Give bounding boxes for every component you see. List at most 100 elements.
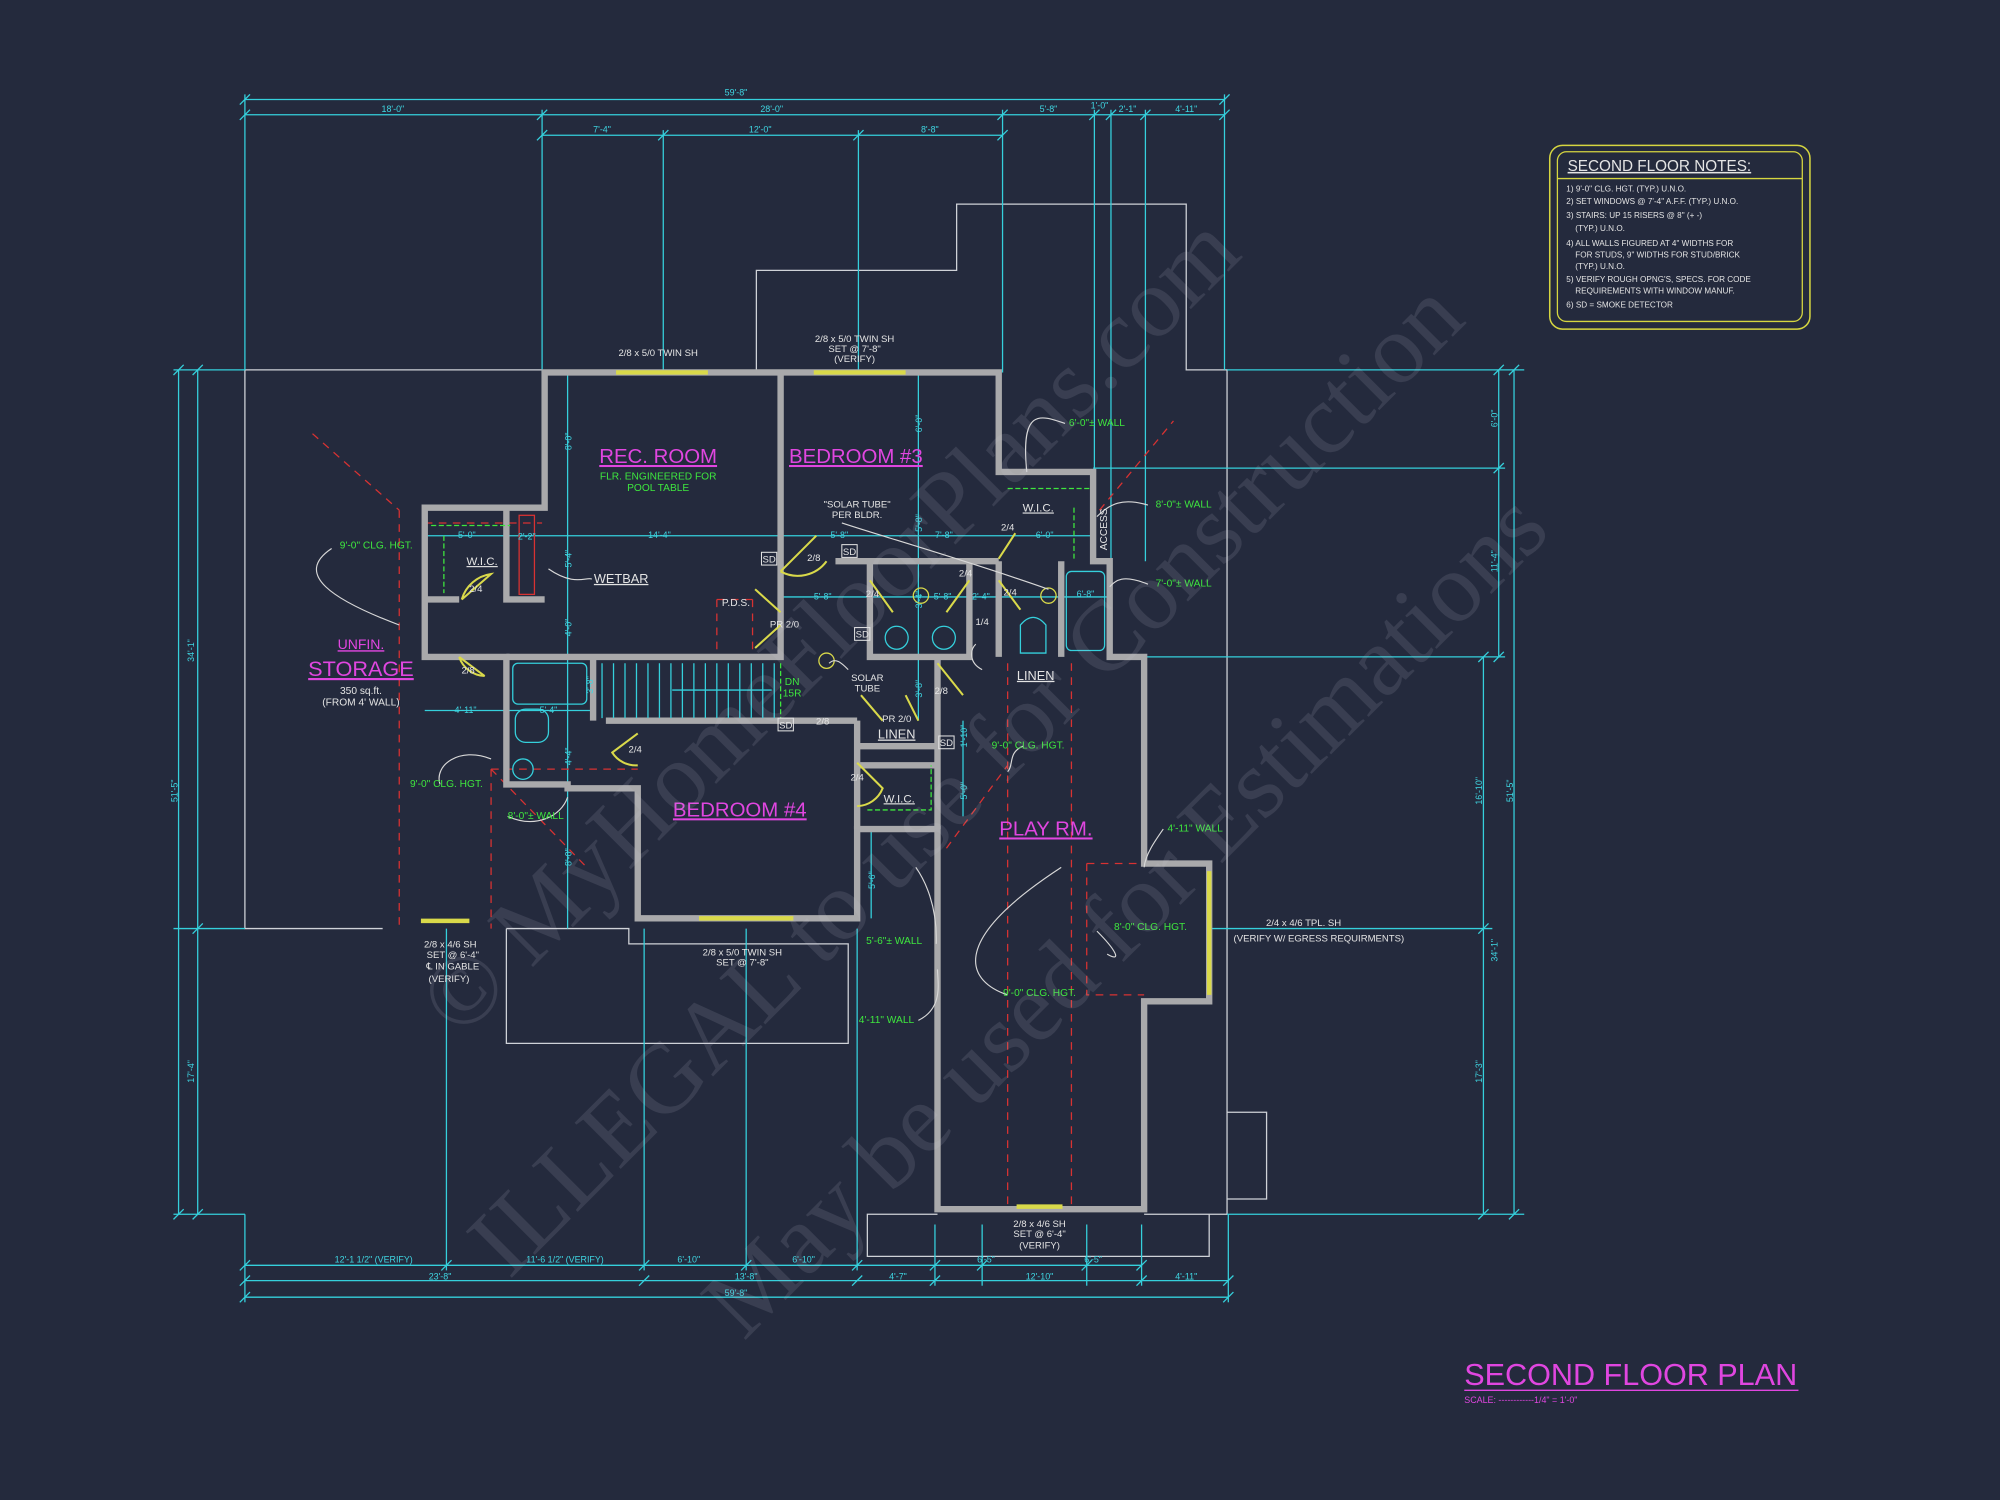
room-label-wic: W.I.C. [467,556,498,568]
dim-interior: 5'-8" [914,514,924,532]
wall-height-note: 4'-11" WALL [1167,824,1223,835]
door-size: 2/4 [629,745,643,756]
door-size: 2/4 [1001,523,1015,534]
storage-area: 350 sq.ft. [340,686,382,697]
dim-bottom: 6'-5" [977,1255,995,1265]
dim-interior: 5'-8" [934,591,952,601]
window-note: 2/8 x 5/0 TWIN SH [618,348,698,359]
room-label-storage: STORAGE [308,656,414,681]
window-note: SET @ 6'-4" [427,950,479,961]
window-note: 2/8 x 4/6 SH [424,940,477,951]
room-label-wic: W.I.C. [1023,502,1054,514]
wetbar-label: WETBAR [594,571,649,586]
ceiling-height-lines [312,420,1174,1210]
door-size: 2/8 [816,716,829,727]
dim-bottom: 6'-10" [792,1255,815,1265]
dim-interior: 3'-8" [914,680,924,698]
leader-lines [316,417,1164,1021]
note-line: (TYP.) U.N.O. [1575,224,1625,233]
window-note: (VERIFY) [429,974,470,985]
dim-bottom: 6'-10" [677,1255,700,1265]
dimension-labels: 59'-8" 18'-0" 28'-0" 5'-8" 1'-0" 2'-1" 4… [169,88,1514,1298]
window-note: 2/4 x 4/6 TPL. SH [1266,918,1341,929]
ceiling-height-note: 9'-0" CLG. HGT. [410,779,483,790]
doors [458,532,1022,808]
dim-interior: 5'-0" [458,530,476,540]
dim-interior: 5'-8" [814,591,832,601]
dim-bottom: 11'-6 1/2" (VERIFY) [526,1255,603,1265]
note-line: 4) ALL WALLS FIGURED AT 4" WIDTHS FOR [1566,239,1733,248]
wall-height-note: 8'-0"± WALL [1156,500,1212,511]
dim-interior: 4'-4" [563,748,573,766]
window-note: 2/8 x 5/0 TWIN SH [815,334,895,345]
dim-interior: 2'-2" [518,532,536,542]
second-floor-notes: SECOND FLOOR NOTES: 1) 9'-0" CLG. HGT. (… [1548,144,1811,330]
dim-right: 51'-5" [1505,779,1515,802]
window-note: 2/8 x 4/6 SH [1013,1219,1066,1230]
dim-interior: 4'-11" [455,705,477,715]
door-size: 2/4 [1004,588,1018,599]
dim-interior: 2'-4" [972,591,990,601]
dim-interior: 3'-8" [585,676,595,694]
window-note: SET @ 6'-4" [1013,1229,1065,1240]
smoke-detector-label: SD [762,555,775,566]
dim-interior: 8'-0" [563,432,573,450]
note-line: 6) SD = SMOKE DETECTOR [1566,300,1673,309]
window-note: 2/8 x 5/0 TWIN SH [703,947,783,958]
dim-interior: 6'-8" [1077,589,1095,599]
dim-bottom: 6'-5" [1084,1255,1102,1265]
door-size: PR 2/0 [882,714,911,725]
note-line: 3) STAIRS: UP 15 RISERS @ 8" (+ -) [1566,211,1702,220]
dim-top: 12'-0" [749,125,772,135]
dim-interior: 8'-0" [563,848,573,866]
dim-interior: 3'-4" [914,591,924,609]
solar-tube-note: SOLAR [851,673,883,684]
door-size: 2/8 [935,686,948,697]
door-size: PR 2/0 [770,620,799,631]
window-note: SET @ 7'-8" [716,958,768,969]
dim-top: 2'-1" [1119,104,1137,114]
dim-bottom: 59'-8" [725,1288,748,1298]
dim-right: 11'-4" [1489,550,1499,572]
pds-label: P.D.S. [722,598,750,609]
room-label-linen: LINEN [1017,668,1055,683]
dim-interior: 1'-10" [959,725,969,748]
plumbing-fixtures [431,487,1106,811]
dim-bottom: 4'-11" [1175,1271,1197,1281]
room-label-bedroom-3: BEDROOM #3 [789,446,923,468]
dim-bottom: 13'-8" [735,1271,758,1281]
dim-interior: 5'-8" [830,530,848,540]
dimension-line [638,1275,650,1287]
window-note: ℄ IN GABLE [425,961,479,972]
dim-bottom: 12'-1 1/2" (VERIFY) [335,1255,413,1265]
dim-top: 7'-4" [593,125,611,135]
stair-direction: DN [785,677,800,688]
wall-height-note: 7'-0"± WALL [1156,579,1212,590]
annotations: 9'-0" CLG. HGT. 9'-0" CLG. HGT. 9'-0" CL… [340,418,1223,1026]
door-size: 2/4 [866,589,880,600]
solar-tube-note: "SOLAR TUBE" [824,500,891,511]
dim-left: 34'-1" [186,639,196,662]
room-label-unfinished: UNFIN. [338,636,385,652]
dim-bottom: 23'-8" [429,1271,452,1281]
dim-interior: 14'-4" [648,530,671,540]
notes-heading: SECOND FLOOR NOTES: [1568,158,1752,175]
note-line: 1) 9'-0" CLG. HGT. (TYP.) U.N.O. [1566,184,1686,193]
dim-right: 17'-3" [1474,1060,1484,1083]
dimension-line [851,1275,863,1287]
room-label-bedroom-4: BEDROOM #4 [673,799,807,821]
ceiling-height-note: 8'-0" CLG. HGT. [1114,922,1187,933]
dim-top: 8'-8" [921,125,939,135]
dim-interior: 4'-0" [563,619,573,637]
room-label-rec-room: REC. ROOM [599,446,717,468]
solar-tube-note: PER BLDR. [832,510,882,521]
room-label-linen: LINEN [878,727,916,742]
dim-right: 6'-0" [1489,410,1499,428]
smoke-detectors: SD SD SD SD SD [760,544,955,750]
smoke-detector-label: SD [779,720,792,731]
first-floor-outline [244,203,1268,1258]
door-size: 2/8 [461,665,474,676]
window-note: (VERIFY) [1019,1241,1060,1252]
dim-interior: 7'-8" [935,530,953,540]
storage-note: (FROM 4' WALL) [322,697,399,708]
